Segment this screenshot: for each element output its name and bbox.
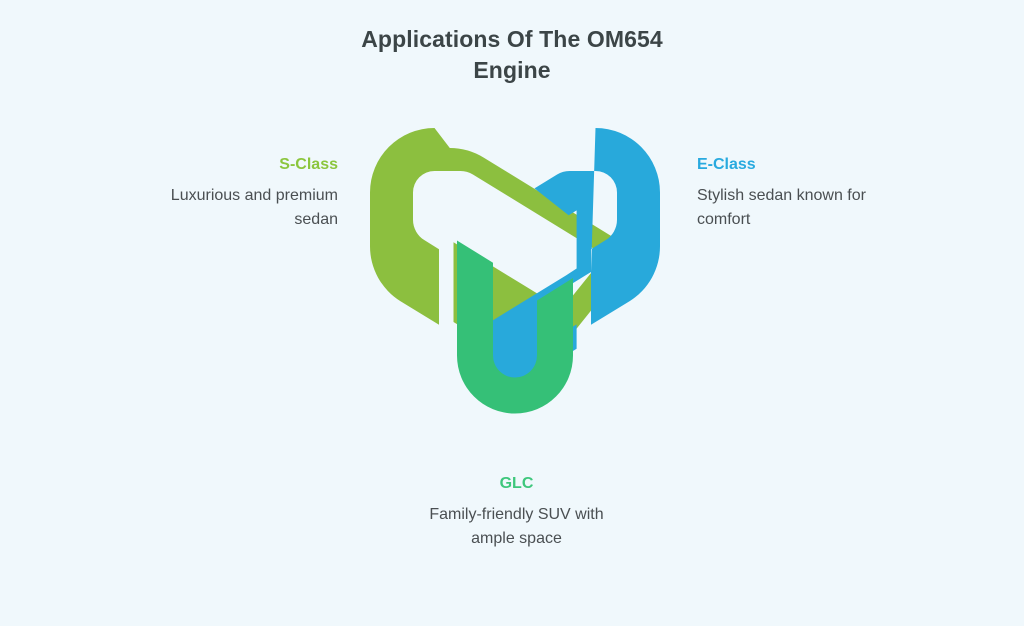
logo-arm-blue-icon (490, 128, 661, 402)
page-title-line-2: Engine (473, 57, 551, 83)
triskelion-logo (360, 118, 670, 430)
node-e-class-description: Stylish sedan known for comfort (697, 187, 866, 228)
node-s-class-description: Luxurious and premium sedan (170, 187, 338, 228)
node-e-class-label: E-Class (697, 156, 756, 173)
node-glc-description: Family-friendly SUV with ample space (429, 506, 604, 547)
node-glc: GLC Family-friendly SUV with ample space (420, 473, 613, 551)
logo-arm-teal-icon (457, 240, 573, 414)
node-s-class: S-Class Luxurious and premium sedan (150, 154, 338, 232)
node-glc-label: GLC (499, 475, 534, 492)
page-title: Applications Of The OM654 Engine (0, 24, 1024, 86)
node-e-class: E-Class Stylish sedan known for comfort (697, 154, 887, 232)
page-title-line-1: Applications Of The OM654 (361, 26, 663, 52)
node-s-class-label: S-Class (279, 156, 338, 173)
